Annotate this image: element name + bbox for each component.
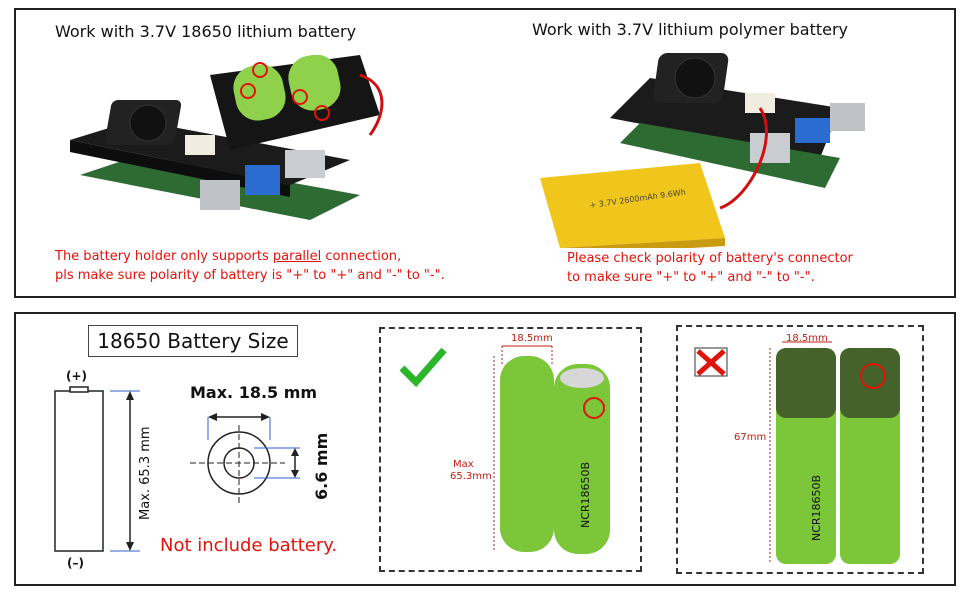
wrong-battery-image: NCR18650B xyxy=(694,341,900,564)
wrong-size-box xyxy=(676,325,924,574)
wrong-width-label: 18.5mm xyxy=(786,333,828,344)
negative-terminal-label: (–) xyxy=(67,556,84,570)
not-included-note: Not include battery. xyxy=(160,535,338,556)
left-note-line2: pls make sure polarity of battery is "+"… xyxy=(55,268,445,283)
correct-length-label-2: 65.3mm xyxy=(450,471,492,482)
correct-width-label: 18.5mm xyxy=(511,333,553,344)
right-note-line2: to make sure "+" to "+" and "-" to "-". xyxy=(567,270,815,285)
left-title: Work with 3.7V 18650 lithium battery xyxy=(55,22,357,41)
correct-size-box xyxy=(379,327,642,572)
battery-dimension-diagram xyxy=(54,386,300,552)
max-diameter-label: Max. 18.5 mm xyxy=(190,383,318,402)
correct-length-label-1: Max xyxy=(453,459,474,470)
max-length-label: Max. 65.3 mm xyxy=(138,426,153,520)
wrong-cell-text: NCR18650B xyxy=(810,475,823,541)
right-title: Work with 3.7V lithium polymer battery xyxy=(532,20,849,39)
correct-cell-text: NCR18650B xyxy=(579,462,592,528)
hat-with-lipo-image: + 3.7V 2600mAh 9.6Wh xyxy=(540,53,865,248)
left-note-line1: The battery holder only supports paralle… xyxy=(55,249,402,264)
wrong-length-label: 67mm xyxy=(734,432,767,443)
hat-with-18650-holder-image xyxy=(70,55,384,220)
right-note-line1: Please check polarity of battery's conne… xyxy=(567,251,853,266)
battery-size-title: 18650 Battery Size xyxy=(88,325,298,357)
positive-terminal-label: (+) xyxy=(66,369,88,383)
terminal-diameter-label: 6.6 mm xyxy=(312,432,331,500)
correct-battery-image: NCR18650B xyxy=(399,345,610,554)
